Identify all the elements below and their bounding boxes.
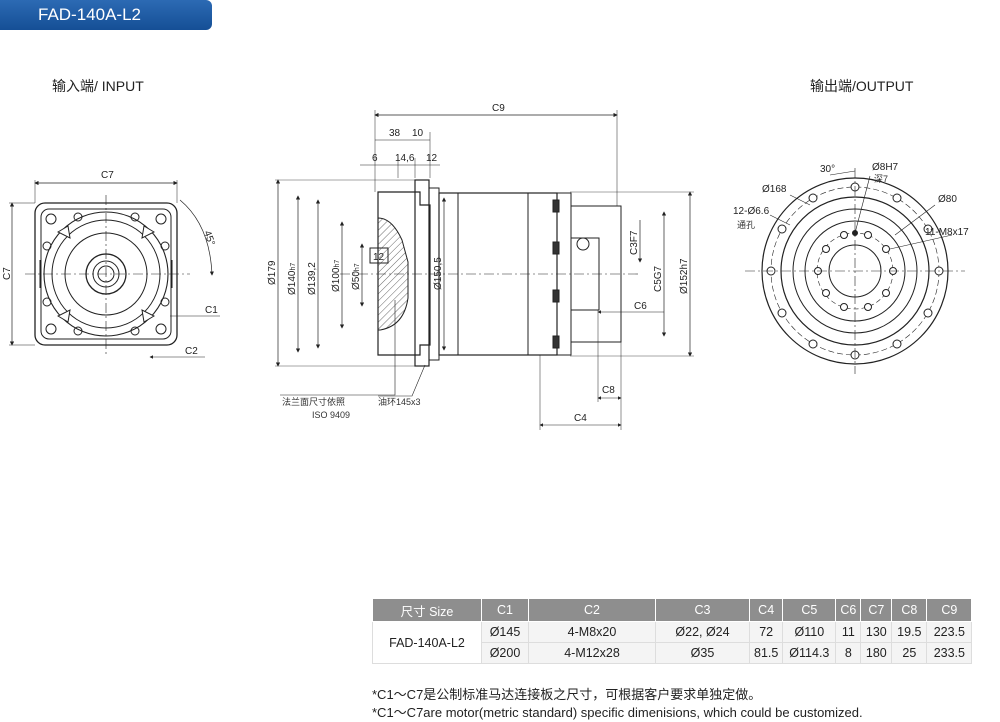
cell-c9: 233.5 [926,642,973,664]
iso-note: ISO 9409 [312,410,350,420]
header-c9: C9 [926,598,973,622]
header-c2: C2 [528,598,656,622]
threads-label: 11-M8x17 [925,227,969,238]
cell-c2: 4-M12x28 [528,642,656,664]
side-c4-label: C4 [574,413,587,424]
cell-c4: 72 [748,621,784,643]
side-146-label: 14,6 [395,153,415,164]
footnote-cn: *C1～C7是公制标准马达连接板之尺寸，可根据客户要求单独定做。 [372,687,762,702]
d80-label: Ø80 [938,194,957,205]
side-c8-label: C8 [602,385,615,396]
cell-c8: 25 [891,642,928,664]
header-c1: C1 [481,598,529,622]
dia100-group: Ø100h7 [331,260,342,292]
table-row: Ø200 4-M12x28 Ø35 81.5 Ø114.3 8 180 25 2… [373,642,973,664]
dia1392-label: Ø139,2 [307,262,318,295]
side-12b-label: 12 [373,252,385,263]
d168-label: Ø168 [762,184,787,195]
cell-c6: 8 [835,642,862,664]
cell-c7: 130 [860,621,893,643]
side-10-label: 10 [412,128,424,139]
spec-table: 尺寸 Size C1 C2 C3 C4 C5 C6 C7 C8 C9 FAD-1… [372,598,973,664]
header-c7: C7 [860,598,893,622]
cell-c6: 11 [835,621,862,643]
input-c7-side-label: C7 [2,267,13,280]
holes-note-label: 通孔 [737,220,755,230]
cell-c9: 223.5 [926,621,973,643]
dia179-label: Ø179 [267,260,278,285]
side-c9-label: C9 [492,103,505,114]
header-c8: C8 [891,598,928,622]
side-view [275,110,694,430]
c5g7-label: C5G7 [653,265,664,292]
dia100-label: Ø100h7 [331,260,342,292]
table-row: FAD-140A-L2 Ø145 4-M8x20 Ø22, Ø24 72 Ø11… [372,621,973,664]
header-size: 尺寸 Size [372,598,482,622]
cell-c8: 19.5 [891,621,928,643]
footnote-en: *C1～C7are motor(metric standard) specifi… [372,705,863,720]
header-c3: C3 [655,598,750,622]
input-view-label: 输入端/ INPUT [52,78,144,94]
dia140-label: Ø140h7 [287,263,298,295]
cell-c4: 81.5 [748,642,784,664]
cell-c3: Ø22, Ø24 [655,621,750,643]
input-angle-label: 45° [201,229,217,247]
header-c5: C5 [782,598,837,622]
dia152-label: Ø152h7 [679,258,690,294]
side-38-label: 38 [389,128,401,139]
dia140-group: Ø140h7 [287,263,298,295]
pin-depth-label: 深7 [874,174,888,184]
holes-label: 12-Ø6.6 [733,206,770,217]
input-view [9,180,220,359]
cell-c5: Ø110 [782,621,837,643]
pin-label: Ø8H7 [872,162,899,173]
cell-c2: 4-M8x20 [528,621,656,643]
output-view-label: 输出端/OUTPUT [810,78,914,94]
flange-note: 法兰面尺寸依照 [282,396,345,407]
dia1505-label: Ø150,5 [433,257,444,290]
dia50-label: Ø50h7 [351,263,362,290]
input-c2-label: C2 [185,346,198,357]
oring-note: 油环145x3 [378,396,421,407]
cell-c3: Ø35 [655,642,750,664]
c3f7-label: C3F7 [629,230,640,255]
dia50-group: Ø50h7 [351,263,362,290]
input-c7-top-label: C7 [101,170,114,181]
cell-c7: 180 [860,642,893,664]
model-cell: FAD-140A-L2 [372,621,482,664]
side-c6-label: C6 [634,301,647,312]
side-6-label: 6 [372,153,378,164]
spec-header-row: 尺寸 Size C1 C2 C3 C4 C5 C6 C7 C8 C9 [372,598,973,622]
output-view [745,168,965,374]
cell-c5: Ø114.3 [782,642,837,664]
side-12-label: 12 [426,153,438,164]
angle30-label: 30° [820,164,835,175]
cell-c1: Ø145 [481,621,529,643]
header-c6: C6 [835,598,862,622]
header-c4: C4 [748,598,784,622]
cell-c1: Ø200 [481,642,529,664]
input-c1-label: C1 [205,305,218,316]
product-title-tab: FAD-140A-L2 [0,0,212,30]
